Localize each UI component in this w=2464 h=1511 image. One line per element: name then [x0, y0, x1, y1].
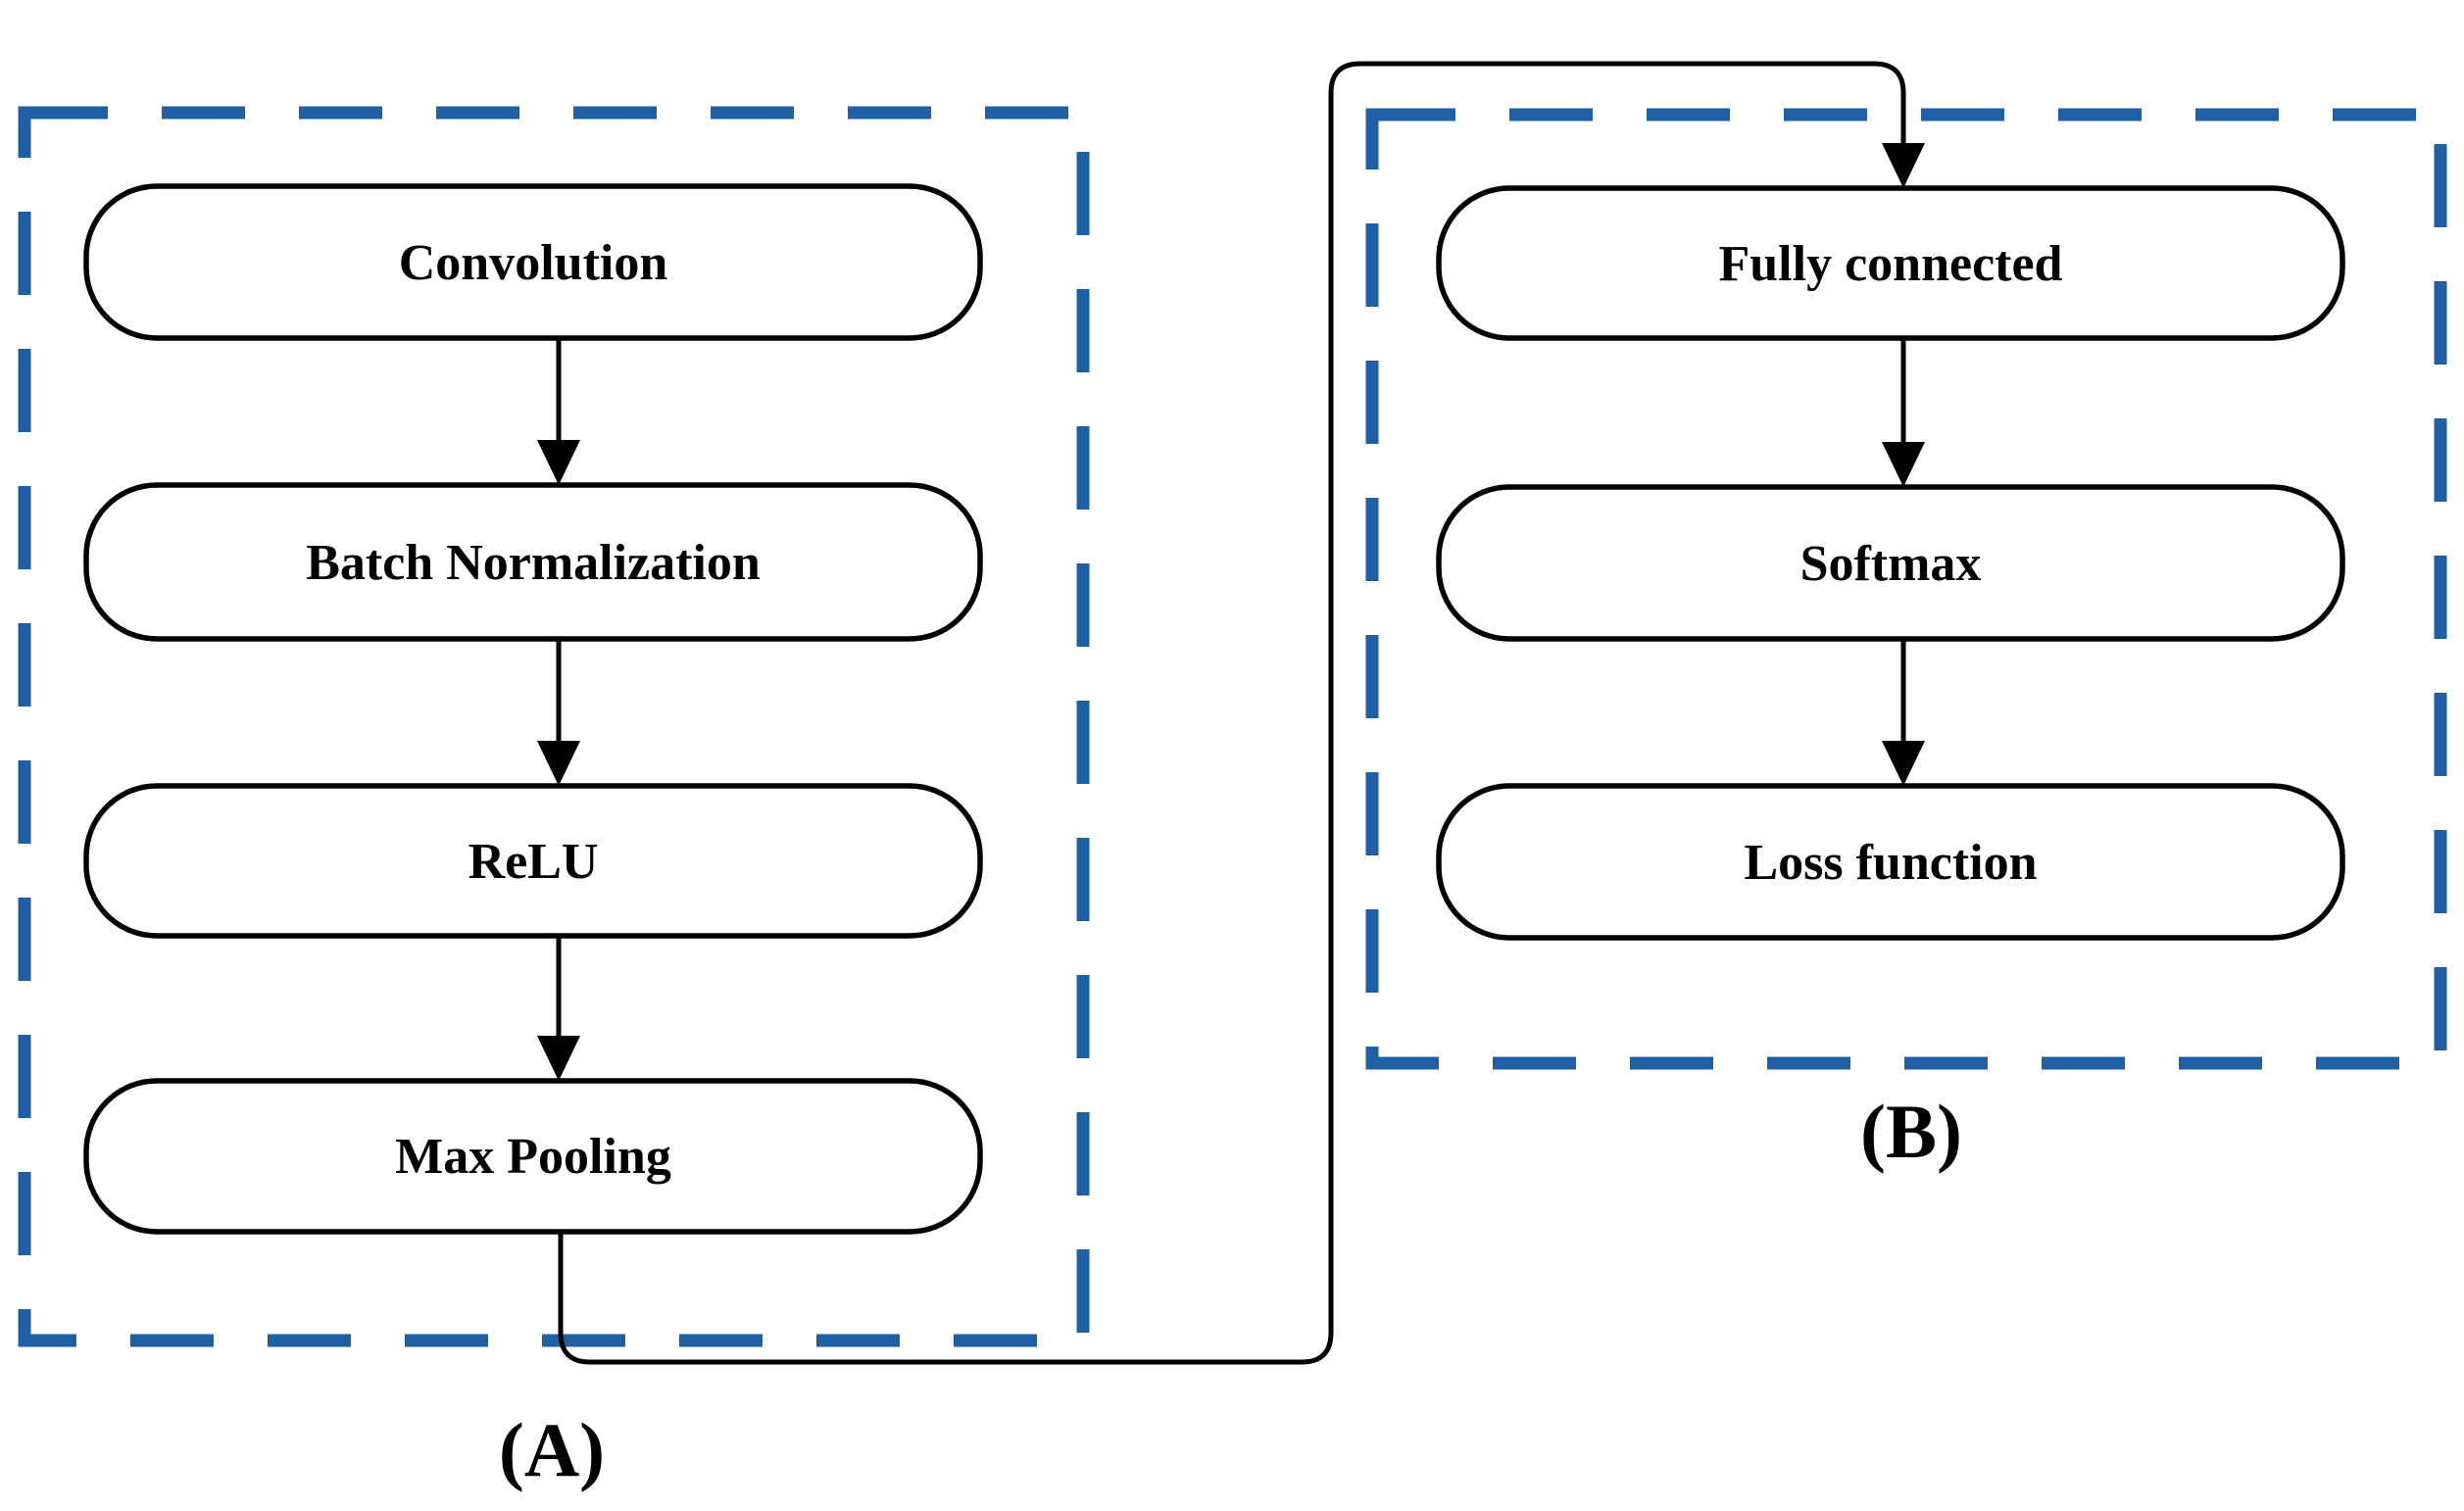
node-label: Softmax	[1800, 536, 1982, 592]
node-max-pooling: Max Pooling	[83, 1078, 983, 1235]
node-label: Convolution	[399, 235, 668, 291]
node-fully-connected: Fully connected	[1436, 185, 2345, 341]
arrow-batchnorm-to-relu	[537, 639, 580, 786]
node-label: Batch Normalization	[306, 535, 761, 591]
node-relu: ReLU	[83, 783, 983, 939]
node-softmax: Softmax	[1436, 484, 2345, 642]
arrow-softmax-to-lossfunction	[1882, 639, 1925, 786]
arrow-relu-to-maxpooling	[537, 936, 580, 1081]
node-batch-normalization: Batch Normalization	[83, 482, 983, 642]
node-label: Loss function	[1744, 835, 2037, 891]
arrowhead-into-fully-connected	[1882, 143, 1925, 188]
arrowhead-down-icon	[537, 741, 580, 786]
arrowhead-down-icon	[1882, 442, 1925, 487]
node-label: Fully connected	[1719, 236, 2063, 292]
node-box	[83, 183, 983, 341]
arrowhead-down-icon	[1882, 741, 1925, 786]
arrowhead-down-icon	[537, 1036, 580, 1081]
arrow-fullyconnected-to-softmax	[1882, 338, 1925, 487]
node-box	[1436, 185, 2345, 341]
node-label: ReLU	[468, 834, 599, 890]
connector-maxpooling-to-fullyconnected	[558, 61, 1906, 1365]
group-a-dashed-border	[18, 106, 1090, 1347]
node-box	[83, 482, 983, 642]
node-box	[83, 783, 983, 939]
group-b-dashed-border	[1365, 108, 2447, 1070]
group-b-caption: (B)	[1860, 1089, 1962, 1174]
node-loss-function: Loss function	[1436, 783, 2345, 941]
node-label: Max Pooling	[395, 1129, 671, 1185]
node-box	[1436, 783, 2345, 941]
arrow-convolution-to-batchnorm	[537, 338, 580, 485]
node-box	[1436, 484, 2345, 642]
node-box	[83, 1078, 983, 1235]
group-a-caption: (A)	[499, 1407, 605, 1492]
node-convolution: Convolution	[83, 183, 983, 341]
arrowhead-down-icon	[537, 440, 580, 485]
